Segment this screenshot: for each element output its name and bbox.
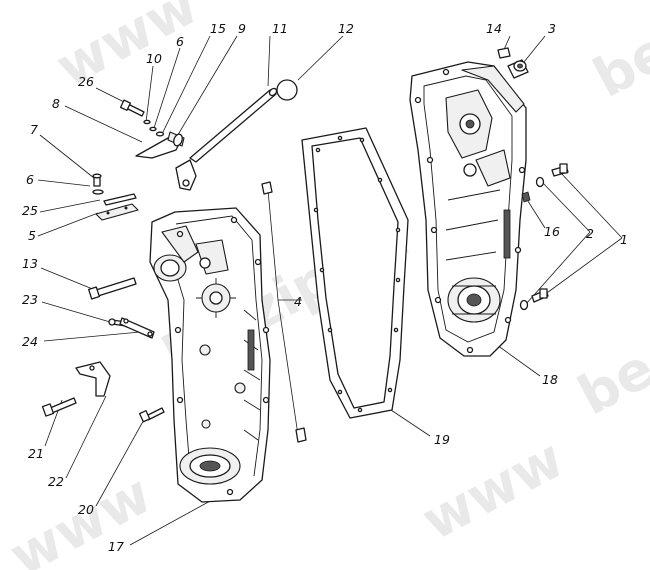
leader-8 [64,105,143,143]
watermark-text-4: be [568,336,650,427]
small-parts-top-left [92,99,185,221]
bolt-26 [119,99,145,117]
callout-6-left: 6 [26,172,34,187]
callout-labels: 1 2 3 4 5 6 6 7 8 9 10 11 12 13 14 15 16… [22,21,628,554]
leader-15 [161,35,211,135]
leader-6a [153,47,181,129]
nut-14 [497,47,511,59]
leader-lines [37,35,623,546]
leader-10 [145,65,154,123]
callout-13: 13 [22,256,38,271]
housing-18 [409,61,527,357]
gasket-25 [103,193,137,206]
leader-5 [37,212,99,237]
bolt-21 [41,397,77,417]
gasket-19 [301,127,409,419]
callout-6-top: 6 [176,34,184,49]
washer-6a [149,126,157,132]
leader-13 [40,267,96,291]
leader-7 [39,134,95,179]
dowel-pins-4 [261,181,307,443]
washers-2 [519,176,545,311]
bolt-7 [92,173,102,187]
callout-3: 3 [548,21,556,36]
callout-25: 25 [22,203,38,218]
leader-16 [525,197,546,229]
callout-9: 9 [238,21,246,36]
leader-9 [175,35,238,139]
bracket-9 [175,159,197,191]
leader-12 [297,35,344,81]
leader-2a [541,181,591,233]
watermark-text-1: www [46,0,208,99]
callout-11: 11 [272,21,288,36]
callout-7: 7 [30,122,38,137]
callout-5: 5 [28,228,36,243]
callout-4: 4 [294,294,302,309]
leader-25 [39,199,101,213]
leader-4b [277,299,299,436]
callout-17: 17 [108,539,124,554]
watermark-text-6: be [584,19,650,110]
bracket-8 [135,131,185,159]
callout-1: 1 [620,232,628,247]
cover-17 [149,207,271,503]
callout-19: 19 [434,432,450,447]
leader-1b [539,237,623,299]
leader-20 [95,415,147,507]
leader-6b [37,179,91,187]
leader-19 [387,407,431,437]
leader-1a [559,171,623,239]
callout-8: 8 [52,96,60,111]
bolt-13 [88,277,137,300]
callout-18: 18 [542,372,558,387]
washer-15 [155,131,165,137]
bracket-22 [75,361,111,397]
leader-3 [523,35,546,63]
leader-17 [129,499,213,546]
washer-6b [92,189,104,195]
callout-16: 16 [544,224,560,239]
callout-22: 22 [48,474,64,489]
callout-24: 24 [22,334,38,349]
plug-12 [276,79,298,101]
callout-21: 21 [28,446,44,461]
link-24 [119,317,155,339]
leader-22 [65,395,107,479]
leader-23 [41,301,111,323]
rod-11 [189,87,278,163]
callout-10: 10 [146,51,162,66]
leader-11 [267,35,271,87]
washer-10 [143,119,151,125]
callout-23: 23 [22,292,38,307]
bolt-20 [138,407,165,423]
plate-5 [95,203,139,221]
callout-26: 26 [78,74,94,89]
callout-12: 12 [338,21,354,36]
pin-16 [521,191,531,203]
leader-24 [43,331,141,342]
leader-2b [525,231,591,305]
callout-14: 14 [486,21,502,36]
callout-20: 20 [78,502,94,517]
fitting-3 [507,59,529,79]
bolts-1 [531,163,569,303]
callout-15: 15 [210,21,226,36]
callout-2: 2 [586,226,594,241]
